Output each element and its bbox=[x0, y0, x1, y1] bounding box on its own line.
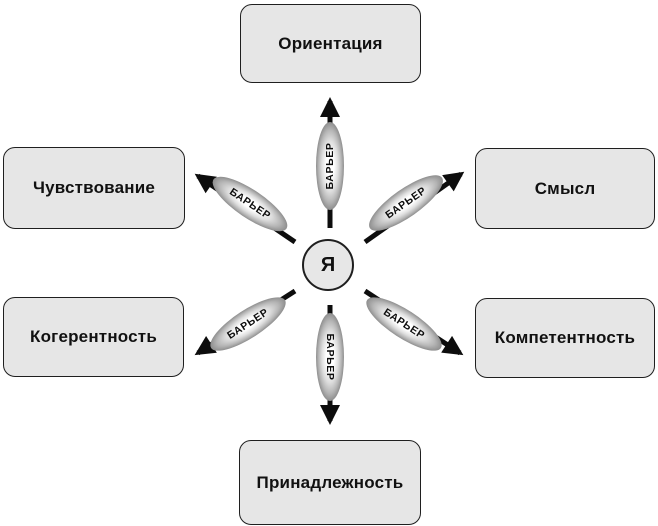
node-box-meaning: Смысл bbox=[475, 148, 655, 229]
node-label: Чувствование bbox=[32, 178, 156, 197]
node-label: Когерентность bbox=[30, 327, 157, 346]
self-label: Я bbox=[320, 253, 336, 276]
self-circle: Я bbox=[302, 239, 354, 291]
node-box-feeling: Чувствование bbox=[3, 147, 185, 229]
barrier-label: БАРЬЕР bbox=[324, 333, 336, 381]
node-label: Смысл bbox=[534, 178, 596, 198]
barrier-pill-orientation: БАРЬЕР bbox=[316, 122, 344, 210]
node-box-belonging: Принадлежность bbox=[239, 440, 421, 525]
node-label: Компетентность bbox=[494, 328, 636, 347]
node-label: Принадлежность bbox=[256, 472, 404, 492]
node-box-orientation: Ориентация bbox=[240, 4, 421, 83]
barrier-label: БАРЬЕР bbox=[324, 142, 336, 190]
node-box-competence: Компетентность bbox=[475, 298, 655, 378]
node-box-coherence: Когерентность bbox=[3, 297, 184, 377]
node-label: Ориентация bbox=[278, 33, 383, 53]
barrier-pill-belonging: БАРЬЕР bbox=[316, 313, 344, 401]
